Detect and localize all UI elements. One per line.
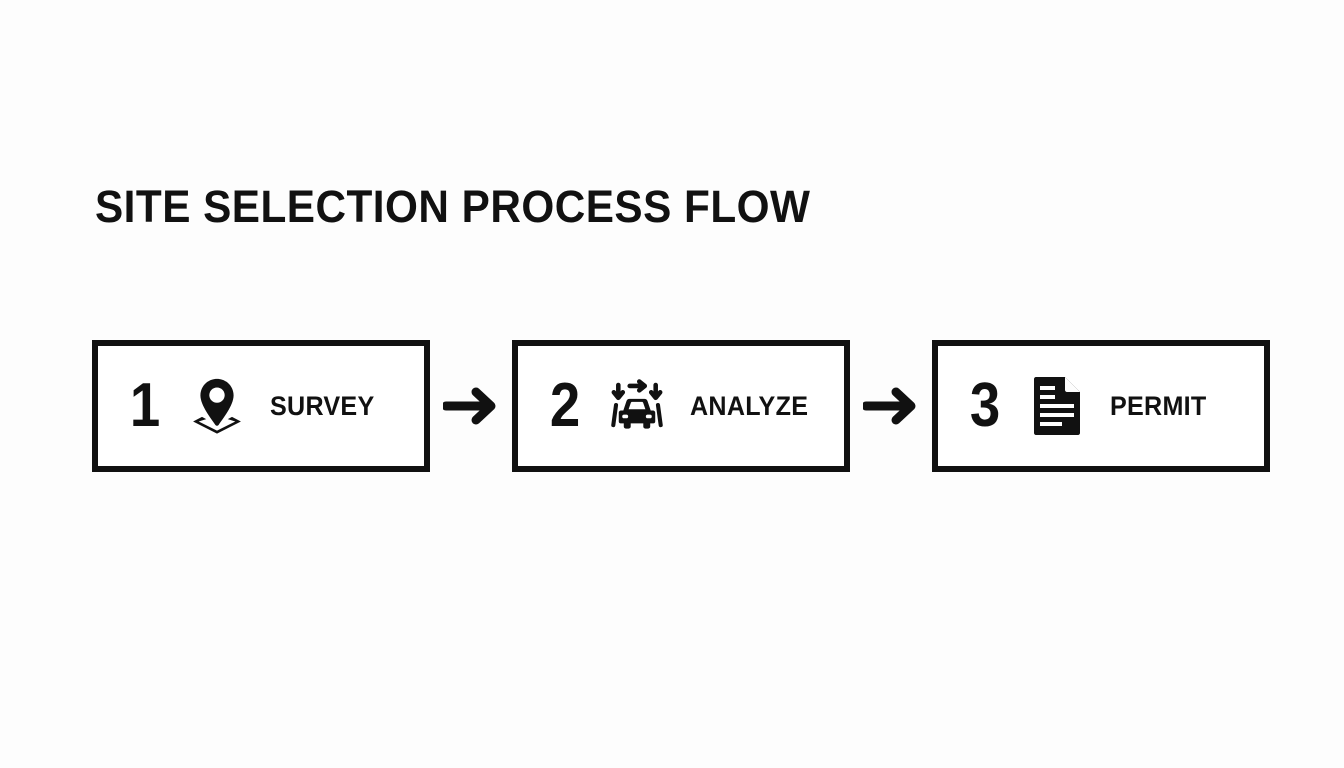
arrow-right-icon-2 [850,375,932,437]
step-box-2[interactable]: 2 [512,340,850,472]
step-box-3[interactable]: 3 PERMIT [932,340,1270,472]
step-box-1[interactable]: 1 SURVEY [92,340,430,472]
map-pin-location-icon [186,375,248,437]
document-file-icon [1026,375,1088,437]
arrow-right-icon-1 [430,375,512,437]
step-number-2: 2 [549,371,581,440]
page-title: SITE SELECTION PROCESS FLOW [95,181,811,232]
step-label-2: ANALYZE [690,390,809,421]
step-label-1: SURVEY [270,390,375,421]
step-number-1: 1 [129,371,161,440]
process-flow-row: 1 SURVEY 2 [92,340,1270,472]
step-label-3: PERMIT [1110,390,1207,421]
step-number-3: 3 [969,371,1001,440]
car-traffic-arrows-icon [606,375,668,437]
